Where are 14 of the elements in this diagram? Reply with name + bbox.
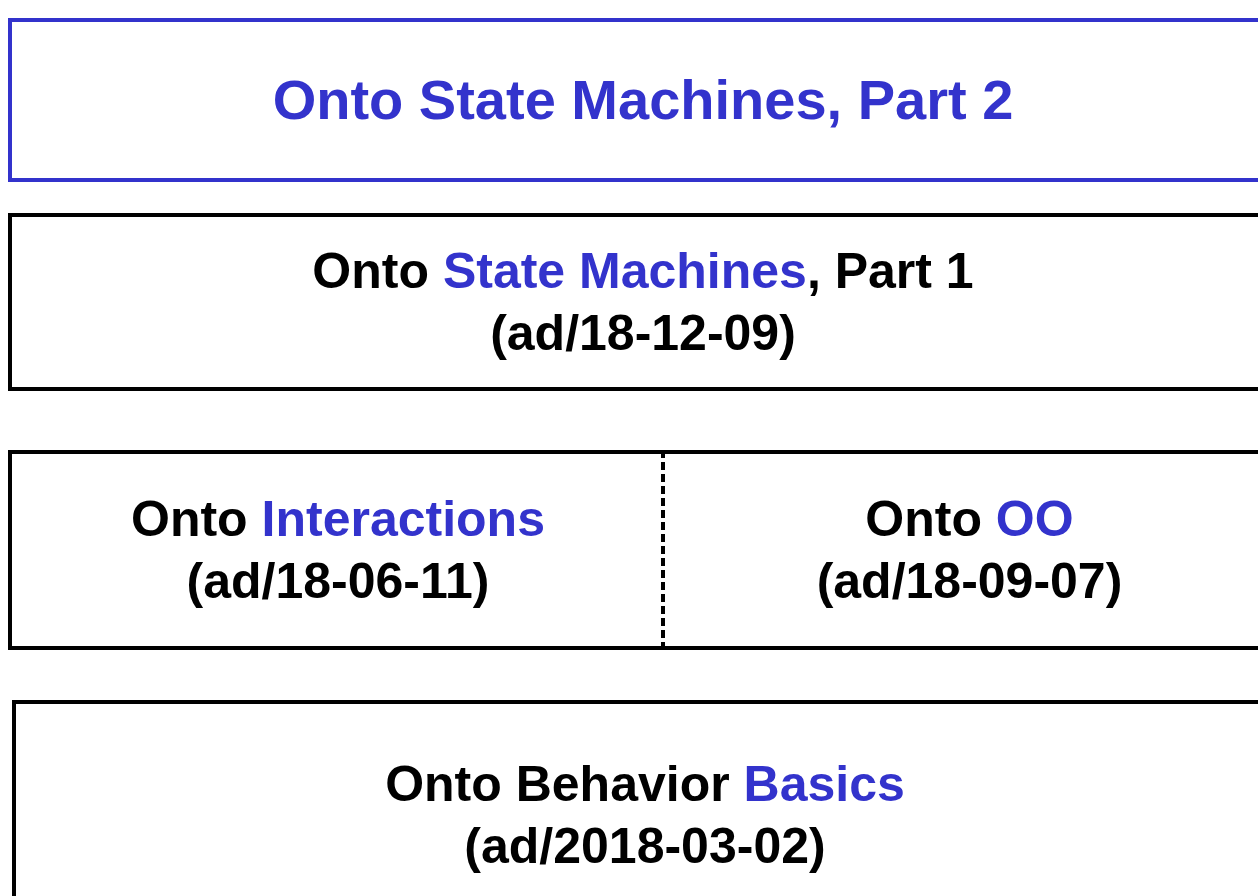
document-number: (ad/18-12-09) (490, 304, 796, 363)
layer-box (8, 450, 664, 650)
title-box (8, 18, 1258, 182)
layer-title: Onto Interactions (131, 490, 545, 549)
layer-title: Onto State Machines, Part 1 (312, 242, 974, 301)
title-text: Onto State Machines, Part 2 (272, 69, 1014, 131)
document-number: (ad/18-09-07) (816, 552, 1123, 611)
layer-title: Onto Behavior Basics (385, 755, 905, 814)
layer-title: Onto OO (865, 490, 1074, 549)
document-number: (ad/2018-03-02) (464, 817, 826, 876)
layer-box (661, 450, 1258, 650)
layer-box (12, 700, 1258, 896)
document-number: (ad/18-06-11) (186, 552, 490, 611)
layer-box (8, 213, 1258, 391)
